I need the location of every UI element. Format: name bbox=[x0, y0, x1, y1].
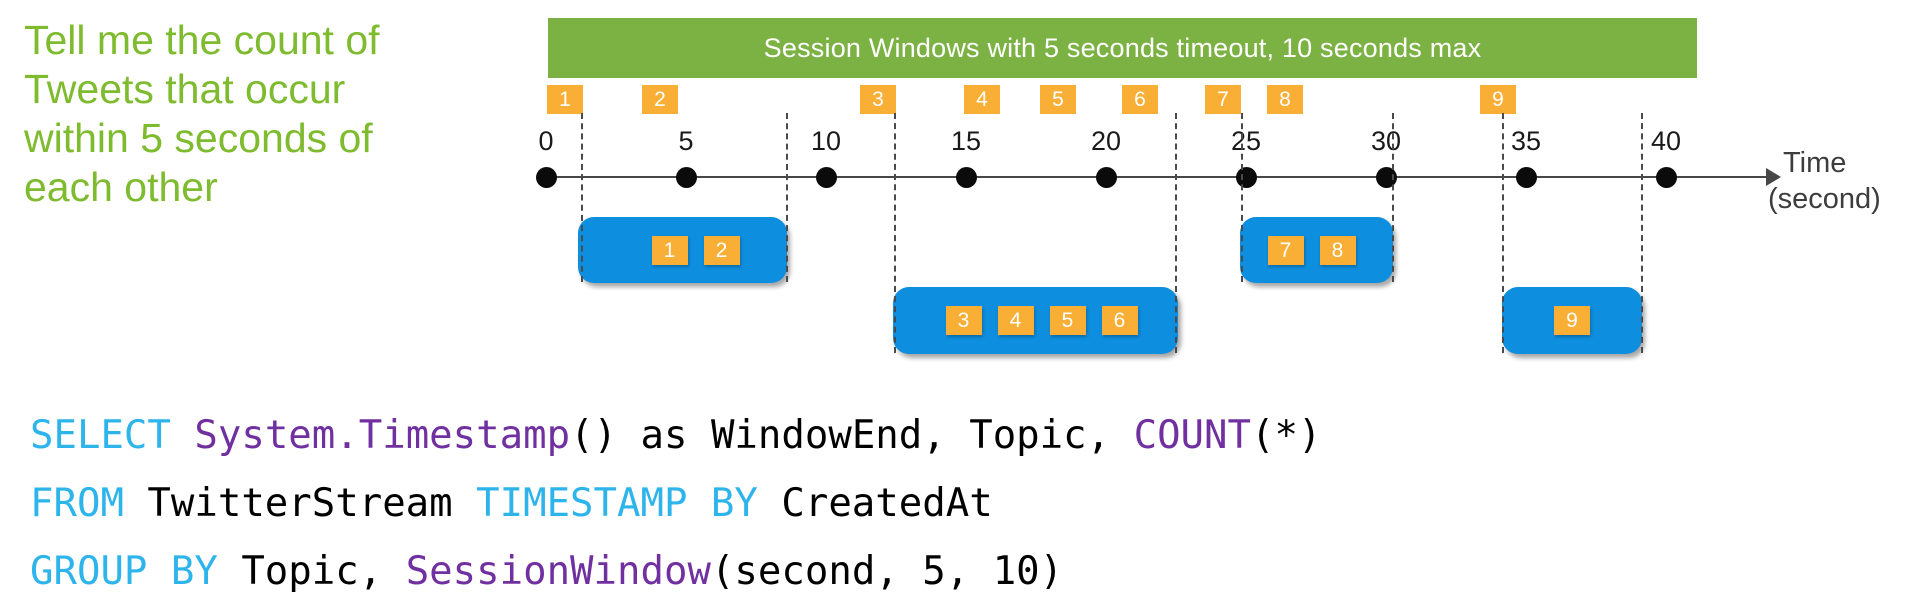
session-boundary-line-8 bbox=[1641, 113, 1643, 353]
banner-label: Session Windows with 5 seconds timeout, … bbox=[763, 32, 1482, 63]
sql-token-plain: (*) bbox=[1251, 413, 1322, 458]
headline-text: Tell me the count of Tweets that occur w… bbox=[24, 16, 484, 212]
sql-code-line-1: SELECT System.Timestamp() as WindowEnd, … bbox=[30, 402, 1321, 470]
time-axis-unit-label: (second) bbox=[1768, 183, 1881, 215]
tick-dot-10 bbox=[816, 167, 837, 188]
tick-label-5: 5 bbox=[678, 126, 694, 156]
sql-token-plain: (second, 5, 10) bbox=[710, 549, 1064, 594]
time-axis-arrowhead-icon bbox=[1766, 168, 1781, 186]
sql-token-keyword: TIMESTAMP BY bbox=[476, 481, 758, 526]
time-axis-line bbox=[545, 176, 1769, 178]
session-window-2-event-6: 6 bbox=[1101, 306, 1138, 335]
session-boundary-line-2 bbox=[786, 113, 788, 282]
tick-dot-20 bbox=[1096, 167, 1117, 188]
tick-label-0: 0 bbox=[538, 126, 554, 156]
sql-token-keyword: FROM bbox=[30, 481, 124, 526]
session-window-3-event-8: 8 bbox=[1319, 235, 1356, 265]
sql-token-plain bbox=[171, 413, 194, 458]
session-boundary-line-3 bbox=[894, 113, 896, 353]
tick-label-25: 25 bbox=[1230, 126, 1262, 156]
sql-token-function: COUNT bbox=[1133, 413, 1251, 458]
tick-dot-35 bbox=[1516, 167, 1537, 188]
event-marker-top-8: 8 bbox=[1267, 85, 1303, 114]
event-marker-top-5: 5 bbox=[1040, 85, 1076, 114]
session-window-2-event-5: 5 bbox=[1049, 306, 1086, 335]
session-window-4: 9 bbox=[1502, 287, 1642, 354]
sql-token-plain: CreatedAt bbox=[757, 481, 993, 526]
tick-label-10: 10 bbox=[810, 126, 842, 156]
sql-token-keyword: GROUP BY bbox=[30, 549, 218, 594]
tick-label-35: 35 bbox=[1510, 126, 1542, 156]
event-marker-top-9: 9 bbox=[1480, 85, 1516, 114]
headline-line-3: within 5 seconds of bbox=[24, 115, 373, 161]
sql-token-plain: TwitterStream bbox=[123, 481, 477, 526]
tick-dot-15 bbox=[956, 167, 977, 188]
tick-dot-5 bbox=[676, 167, 697, 188]
session-window-3-event-7: 7 bbox=[1267, 235, 1304, 265]
tick-label-40: 40 bbox=[1650, 126, 1682, 156]
event-marker-top-1: 1 bbox=[547, 85, 583, 114]
event-marker-top-6: 6 bbox=[1122, 85, 1158, 114]
session-boundary-line-6 bbox=[1392, 113, 1394, 282]
time-axis-label: Time bbox=[1783, 147, 1847, 179]
session-boundary-line-4 bbox=[1175, 113, 1177, 353]
session-boundary-line-7 bbox=[1502, 113, 1504, 353]
tick-label-20: 20 bbox=[1090, 126, 1122, 156]
tick-dot-40 bbox=[1656, 167, 1677, 188]
sql-token-plain: Topic, bbox=[217, 549, 406, 594]
event-marker-top-4: 4 bbox=[964, 85, 1000, 114]
sql-code-line-2: FROM TwitterStream TIMESTAMP BY CreatedA… bbox=[30, 470, 1321, 538]
tick-dot-30 bbox=[1376, 167, 1397, 188]
sql-query-code: SELECT System.Timestamp() as WindowEnd, … bbox=[30, 402, 1321, 606]
tick-label-30: 30 bbox=[1370, 126, 1402, 156]
session-boundary-line-1 bbox=[581, 113, 583, 282]
session-window-1-event-1: 1 bbox=[651, 235, 688, 265]
session-window-2-event-3: 3 bbox=[945, 306, 982, 335]
tick-dot-25 bbox=[1236, 167, 1257, 188]
sql-token-plain: () as WindowEnd, Topic, bbox=[570, 413, 1134, 458]
sql-token-keyword: SELECT bbox=[30, 413, 171, 458]
sql-code-line-3: GROUP BY Topic, SessionWindow(second, 5,… bbox=[30, 538, 1321, 606]
headline-line-1: Tell me the count of bbox=[24, 17, 380, 63]
headline-line-4: each other bbox=[24, 164, 218, 210]
sql-token-function: System.Timestamp bbox=[194, 413, 571, 458]
sql-token-function: SessionWindow bbox=[405, 549, 711, 594]
session-window-1-event-2: 2 bbox=[703, 235, 740, 265]
session-boundary-line-5 bbox=[1241, 113, 1243, 282]
session-window-4-event-9: 9 bbox=[1554, 306, 1590, 335]
session-windows-banner: Session Windows with 5 seconds timeout, … bbox=[548, 18, 1697, 78]
event-marker-top-2: 2 bbox=[642, 85, 678, 114]
tick-dot-0 bbox=[536, 167, 557, 188]
headline-line-2: Tweets that occur bbox=[24, 66, 346, 112]
session-window-2-event-4: 4 bbox=[997, 306, 1034, 335]
tick-label-15: 15 bbox=[950, 126, 982, 156]
event-marker-top-7: 7 bbox=[1205, 85, 1241, 114]
event-marker-top-3: 3 bbox=[860, 85, 896, 114]
